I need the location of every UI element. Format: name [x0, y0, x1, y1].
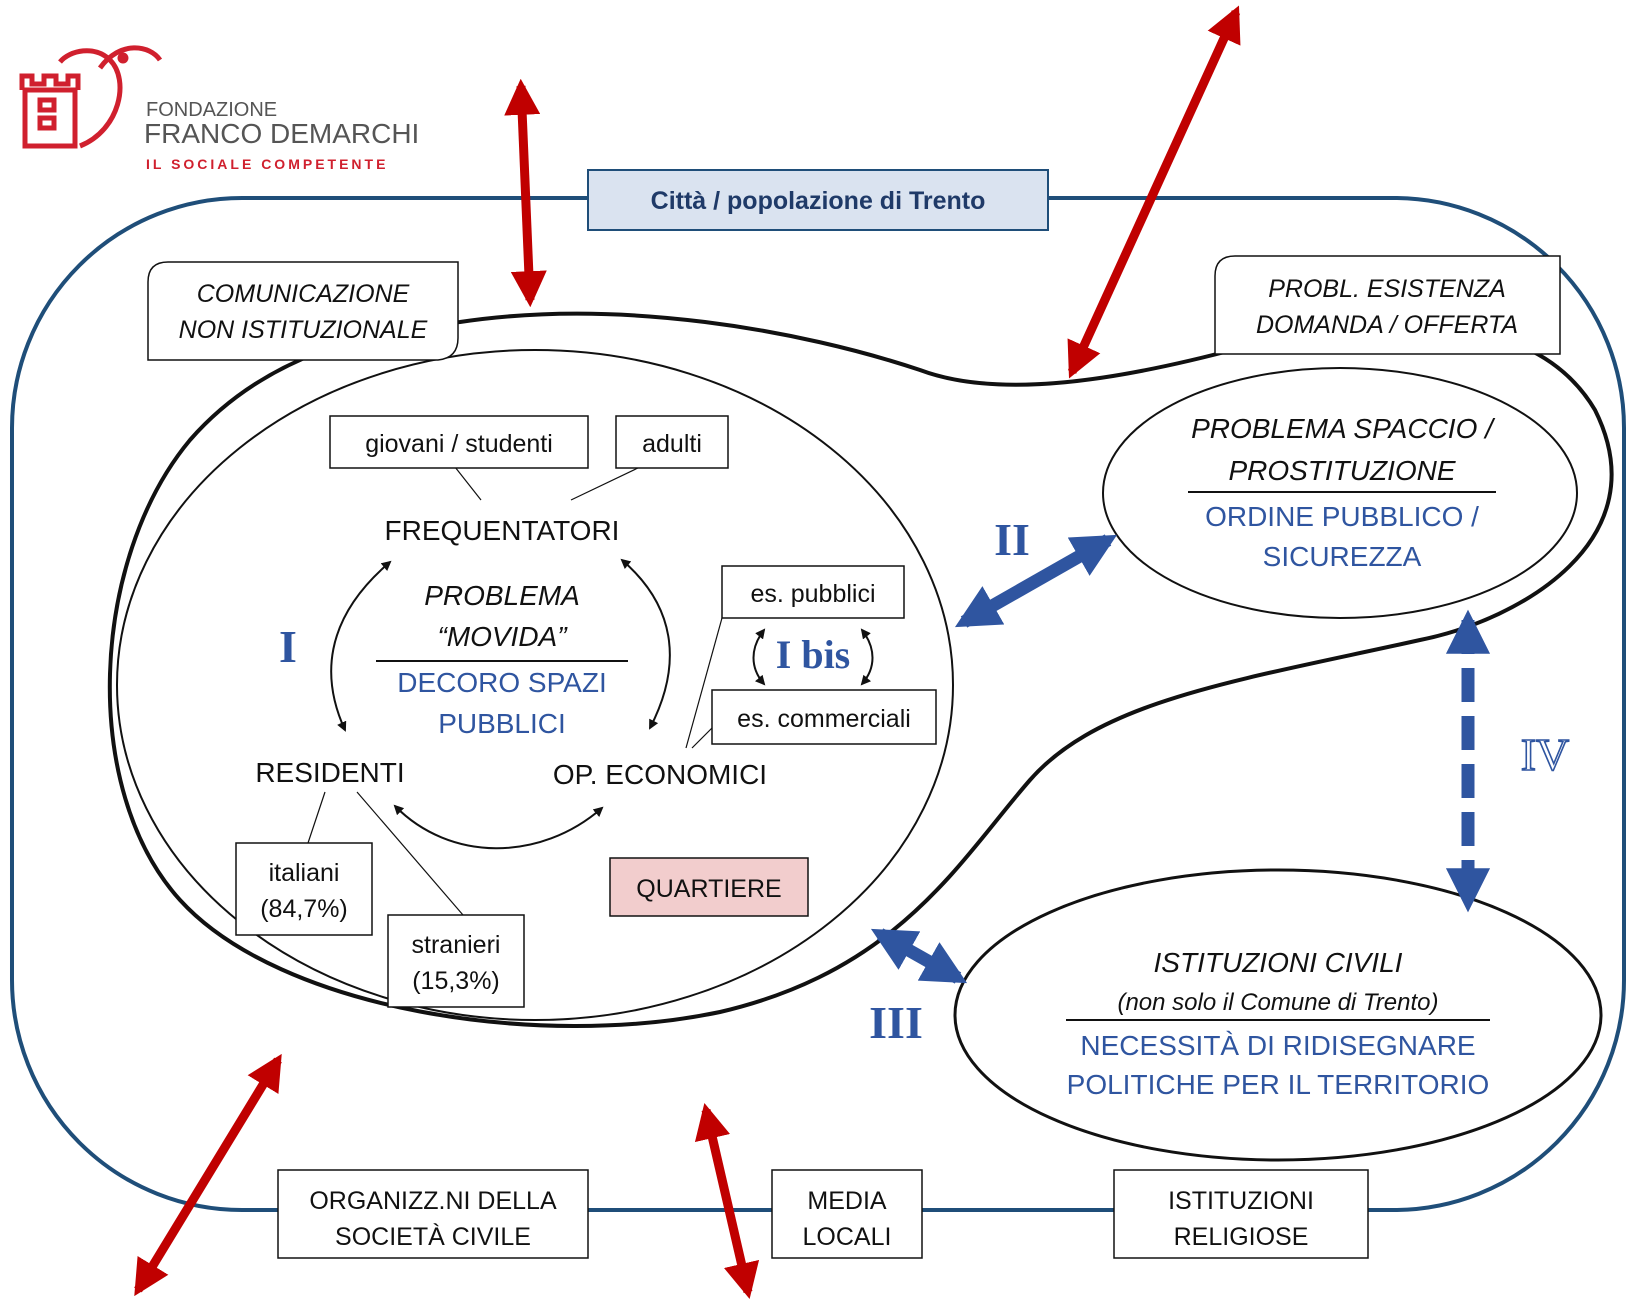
media-line2: LOCALI	[803, 1223, 892, 1251]
spaccio-title2: PROSTITUZIONE	[1228, 455, 1455, 486]
ibis-arrows	[752, 628, 874, 686]
stranieri-line1: stranieri	[412, 931, 501, 959]
istituzioni-title1: ISTITUZIONI CIVILI	[1154, 947, 1403, 978]
spaccio-sub1: ORDINE PUBBLICO /	[1205, 501, 1479, 532]
spaccio-title1: PROBLEMA SPACCIO /	[1191, 413, 1496, 444]
external-arrows	[134, 5, 1241, 1300]
stranieri-box	[387, 914, 525, 1008]
spaccio-sub2: SICUREZZA	[1263, 541, 1422, 572]
italiani-box	[235, 842, 373, 936]
demand-supply-line2: DOMANDA / OFFERTA	[1256, 311, 1518, 339]
young-label: giovani / studenti	[365, 430, 553, 458]
movida-sub2: PUBBLICI	[438, 708, 566, 739]
org-box	[277, 1169, 589, 1259]
roman-ibis: I bis	[776, 632, 851, 677]
logo-tower-icon	[19, 45, 163, 149]
communication-line1: COMUNICAZIONE	[197, 280, 410, 308]
communication-line2: NON ISTITUZIONALE	[179, 316, 428, 344]
quartiere-ellipse	[116, 349, 954, 1021]
istituzioni-sub1: NECESSITÀ DI RIDISEGNARE	[1080, 1030, 1475, 1061]
red-arrow-bottom-left	[134, 1053, 282, 1297]
istituzioni-sub2: POLITICHE PER IL TERRITORIO	[1067, 1069, 1490, 1100]
media-line1: MEDIA	[807, 1187, 887, 1215]
roman-iv: IV	[1521, 729, 1570, 780]
adults-label: adulti	[642, 430, 702, 458]
quartiere-label: QUARTIERE	[636, 875, 781, 903]
cycle-arrows	[330, 558, 671, 850]
movida-title1: PROBLEMA	[424, 580, 580, 611]
demand-supply-tag	[1214, 255, 1561, 355]
city-label-box	[587, 169, 1049, 231]
istituzioni-title2: (non solo il Comune di Trento)	[1117, 989, 1438, 1016]
logo: FONDAZIONE FRANCO DEMARCHI IL SOCIALE CO…	[19, 45, 419, 172]
es-pubblici-box	[721, 565, 905, 619]
young-box	[329, 415, 589, 469]
red-arrow-top-right	[1067, 5, 1241, 379]
movida-sub1: DECORO SPAZI	[397, 667, 607, 698]
es-commerciali-label: es. commerciali	[737, 705, 911, 733]
roman-iii: III	[869, 997, 923, 1048]
media-box	[771, 1169, 923, 1259]
red-arrow-bottom	[694, 1102, 760, 1300]
stranieri-line2: (15,3%)	[412, 967, 500, 995]
logo-line2: FRANCO DEMARCHI	[144, 118, 419, 149]
org-line1: ORGANIZZ.NI DELLA	[309, 1187, 557, 1215]
italiani-line1: italiani	[269, 859, 340, 887]
residenti-label: RESIDENTI	[255, 757, 404, 788]
frequentatori-label: FREQUENTATORI	[385, 515, 620, 546]
religious-box	[1113, 1169, 1369, 1259]
demand-supply-line1: PROBL. ESISTENZA	[1268, 275, 1506, 303]
communication-tag	[147, 261, 459, 361]
city-label: Città / popolazione di Trento	[651, 187, 986, 215]
italiani-line2: (84,7%)	[260, 895, 348, 923]
logo-line1: FONDAZIONE	[146, 99, 277, 121]
es-commerciali-box	[711, 689, 937, 745]
religious-line1: ISTITUZIONI	[1168, 1187, 1314, 1215]
religious-line2: RELIGIOSE	[1174, 1223, 1309, 1251]
red-arrow-top	[504, 78, 547, 308]
org-line2: SOCIETÀ CIVILE	[335, 1222, 531, 1251]
es-pubblici-label: es. pubblici	[750, 580, 875, 608]
arrow-iii	[870, 928, 968, 984]
logo-line3: IL SOCIALE COMPETENTE	[146, 156, 388, 172]
quartiere-box	[609, 857, 809, 917]
istituzioni-ellipse	[953, 868, 1603, 1162]
roman-i: I	[279, 621, 297, 672]
roman-ii: II	[994, 514, 1030, 565]
connector-lines	[307, 466, 723, 916]
relation-arrows	[870, 534, 1491, 984]
movida-title2: “MOVIDA”	[437, 621, 568, 652]
adults-box	[615, 415, 729, 469]
arrow-ii	[954, 534, 1118, 628]
op-economici-label: OP. ECONOMICI	[553, 759, 767, 790]
